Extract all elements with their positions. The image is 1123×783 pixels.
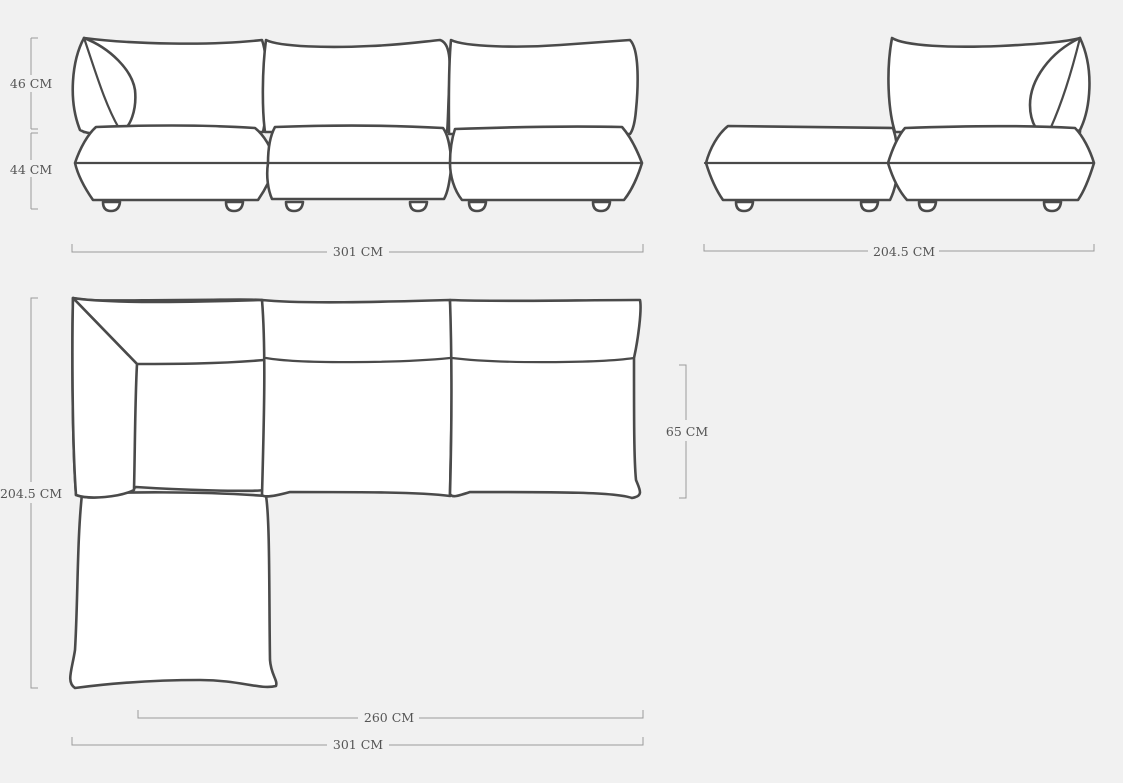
back-height-label: 46 CM	[10, 76, 52, 91]
arm-cushion-top	[71, 296, 139, 499]
front-width-label: 301 CM	[333, 244, 383, 259]
top-view-drawing	[68, 296, 642, 690]
corner-pillow-seam	[82, 36, 122, 132]
side-width-bracket	[703, 244, 1095, 252]
sofa-foot	[101, 200, 122, 213]
seat-height-bracket	[30, 132, 38, 210]
sofa-foot	[859, 200, 880, 213]
top-width-label: 301 CM	[333, 737, 383, 752]
depth-label: 204.5 CM	[0, 486, 62, 501]
side-width-label: 204.5 CM	[873, 244, 935, 259]
inner-width-label: 260 CM	[364, 710, 414, 725]
seat-height-label: 44 CM	[10, 162, 52, 177]
front-width-bracket	[71, 244, 644, 253]
back-cushion	[447, 38, 639, 136]
top-width-bracket	[71, 737, 644, 746]
sofa-foot	[284, 200, 305, 213]
sofa-foot	[224, 200, 245, 213]
sofa-foot	[408, 200, 429, 213]
seat-depth-label: 65 CM	[666, 424, 708, 439]
back-height-bracket	[30, 37, 38, 130]
side-dimensions: 204.5 CM	[703, 244, 1095, 259]
sofa-foot	[467, 200, 488, 213]
sofa-foot	[917, 200, 938, 213]
back-cushion-edge	[450, 356, 636, 364]
front-dimensions: 46 CM 44 CM 301 CM	[10, 37, 644, 259]
depth-bracket	[30, 297, 38, 689]
sofa-foot	[1042, 200, 1063, 213]
sofa-foot	[591, 200, 612, 213]
top-dimensions: 204.5 CM 65 CM 260 CM 301 CM	[0, 297, 708, 752]
side-view-drawing	[703, 36, 1096, 213]
seat-depth-bracket	[679, 364, 687, 499]
chaise-module-top	[68, 491, 278, 690]
middle-module-top	[260, 298, 454, 498]
sofa-foot	[734, 200, 755, 213]
front-view-drawing	[71, 36, 644, 213]
inner-width-bracket	[137, 710, 644, 719]
end-module-top	[448, 298, 642, 500]
back-cushion-edge	[264, 356, 452, 364]
back-cushion	[261, 38, 452, 134]
